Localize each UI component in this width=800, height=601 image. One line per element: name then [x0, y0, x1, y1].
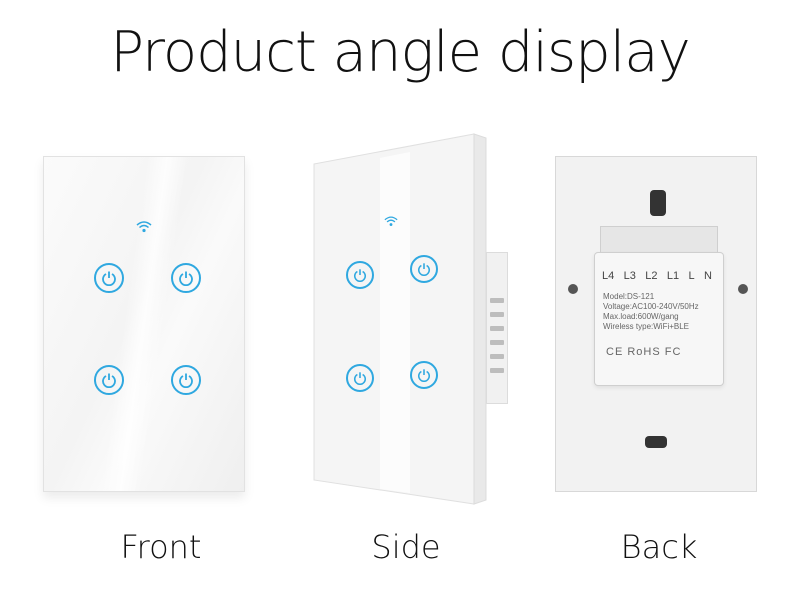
front-view-panel — [43, 156, 245, 492]
power-icon — [102, 271, 116, 286]
caption-front: Front — [120, 528, 202, 566]
caption-back: Back — [620, 528, 698, 566]
wifi-icon — [384, 216, 398, 226]
page-title: Product angle display — [110, 20, 691, 85]
certification-marks: CE RoHS FC — [606, 346, 682, 358]
mount-slot — [568, 284, 578, 294]
spec-model: Model:DS-121 — [603, 292, 655, 301]
power-icon — [417, 369, 431, 382]
power-button-2 — [171, 263, 201, 293]
power-button-1 — [94, 263, 124, 293]
power-button-4 — [410, 361, 438, 389]
power-icon — [179, 271, 193, 286]
terminal-labels: L4 L3 L2 L1 L N — [602, 270, 712, 282]
power-button-4 — [171, 365, 201, 395]
mount-slot — [645, 436, 667, 448]
spec-wireless: Wireless type:WiFi+BLE — [603, 322, 690, 331]
wifi-icon — [136, 221, 152, 233]
mount-slot — [650, 190, 666, 216]
side-view-panel — [310, 128, 510, 508]
power-icon — [417, 263, 431, 276]
power-button-3 — [346, 364, 374, 392]
power-icon — [353, 269, 367, 282]
power-button-2 — [410, 255, 438, 283]
power-button-1 — [346, 261, 374, 289]
power-icon — [102, 373, 116, 388]
spec-voltage: Voltage:AC100-240V/50Hz — [603, 302, 699, 311]
side-panel-shape — [313, 133, 487, 505]
power-icon — [179, 373, 193, 388]
power-icon — [353, 372, 367, 385]
power-button-3 — [94, 365, 124, 395]
spec-max-load: Max.load:600W/gang — [603, 312, 679, 321]
mount-slot — [738, 284, 748, 294]
back-module — [594, 252, 724, 386]
caption-side: Side — [371, 528, 441, 566]
